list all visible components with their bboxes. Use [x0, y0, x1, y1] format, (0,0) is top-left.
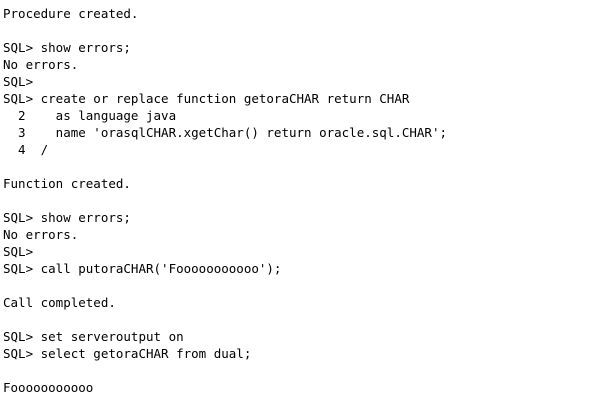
- prompt-line: SQL> call putoraCHAR('Fooooooooooo');: [3, 261, 282, 276]
- prompt-line: SQL> show errors;: [3, 210, 131, 225]
- output-line: Procedure created.: [3, 6, 139, 21]
- blank-line: [3, 22, 594, 39]
- blank-line: [3, 158, 594, 175]
- blank-line: [3, 192, 594, 209]
- blank-line: [3, 277, 594, 294]
- prompt-line: SQL> set serveroutput on: [3, 329, 184, 344]
- continuation-line: 2 as language java: [3, 108, 177, 123]
- query-result-line: Fooooooooooo: [3, 380, 94, 395]
- prompt-line: SQL>: [3, 74, 34, 89]
- output-line: Call completed.: [3, 295, 116, 310]
- blank-line: [3, 362, 594, 379]
- prompt-line: SQL> show errors;: [3, 40, 131, 55]
- continuation-line: 4 /: [3, 142, 49, 157]
- continuation-line: 3 name 'orasqlCHAR.xgetChar() return ora…: [3, 125, 448, 140]
- output-line: No errors.: [3, 57, 79, 72]
- prompt-line: SQL> create or replace function getoraCH…: [3, 91, 410, 106]
- output-line: No errors.: [3, 227, 79, 242]
- prompt-line: SQL>: [3, 244, 34, 259]
- blank-line: [3, 311, 594, 328]
- prompt-line: SQL> select getoraCHAR from dual;: [3, 346, 252, 361]
- output-line: Function created.: [3, 176, 131, 191]
